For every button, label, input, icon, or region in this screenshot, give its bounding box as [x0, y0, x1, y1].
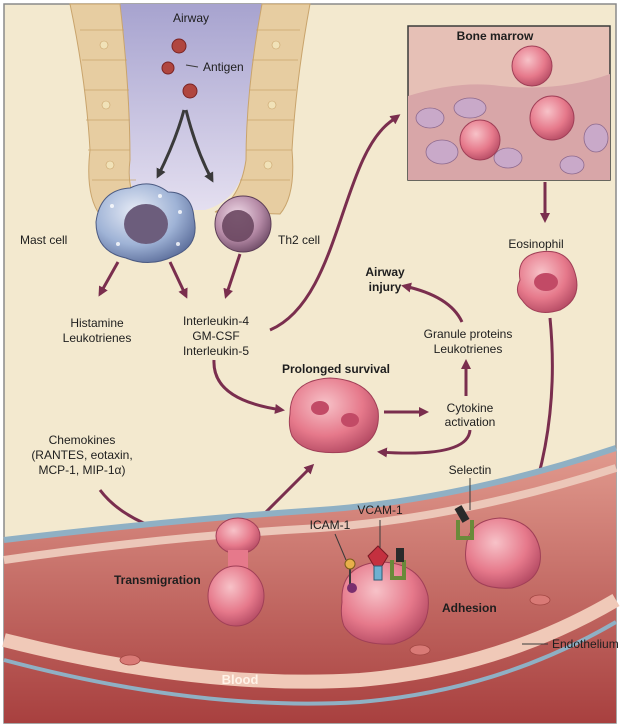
label-chemokines-list-1: (RANTES, eotaxin, [31, 448, 132, 462]
label-chemokines: Chemokines [49, 433, 116, 447]
label-eosinophil: Eosinophil [508, 237, 563, 251]
arrow-cytokine-to-survival [377, 429, 472, 458]
label-cytokine: Cytokine [447, 401, 494, 415]
arrow-antigen-to-th2 [184, 109, 214, 183]
eosinophil-cell [516, 250, 578, 313]
label-interleukin-5: Interleukin-5 [183, 344, 249, 358]
label-activation: activation [445, 415, 496, 429]
label-histamine: Histamine [70, 316, 124, 330]
label-airway-injury-line1: Airway [365, 265, 405, 279]
leader-lines [334, 478, 548, 645]
antigen-particles [161, 38, 198, 99]
airway-structure [69, 3, 311, 216]
label-bone-marrow: Bone marrow [457, 29, 534, 43]
label-adhesion: Adhesion [442, 601, 497, 615]
adhesion-molecules [344, 505, 474, 593]
label-prolonged-survival: Prolonged survival [282, 362, 390, 376]
label-vcam-1: VCAM-1 [357, 503, 403, 517]
label-interleukin-4: Interleukin-4 [183, 314, 249, 328]
arrow-interleukins-to-bone-marrow [269, 114, 401, 332]
label-endothelium: Endothelium [552, 637, 619, 651]
label-antigen: Antigen [203, 60, 244, 74]
arrow-interleukins-to-survival [212, 359, 285, 414]
arrow-transmigration-to-survival [260, 463, 315, 518]
transmigrating-cell [207, 517, 265, 627]
label-airway-injury-line2: injury [369, 280, 402, 294]
arrow-antigen-to-mast [156, 109, 186, 179]
label-leukotrienes-granule: Leukotrienes [434, 342, 503, 356]
antigen-leader-line [185, 64, 199, 68]
label-transmigration: Transmigration [114, 573, 201, 587]
label-icam-1: ICAM-1 [310, 518, 351, 532]
label-mast-cell: Mast cell [20, 233, 67, 247]
mast-cell [95, 183, 196, 263]
label-selectin: Selectin [449, 463, 492, 477]
label-blood: Blood [222, 672, 259, 687]
label-gm-csf: GM-CSF [192, 329, 239, 343]
label-granule-proteins: Granule proteins [424, 327, 513, 341]
label-chemokines-list-2: MCP-1, MIP-1α) [39, 463, 126, 477]
bone-marrow-inset [407, 25, 611, 181]
arrow-mast-to-interleukins [168, 261, 188, 299]
label-th2-cell: Th2 cell [278, 233, 320, 247]
arrow-th2-to-interleukins [223, 253, 242, 299]
arrow-granule-to-injury [401, 282, 464, 323]
th2-cell [214, 195, 272, 253]
label-leukotrienes-mast: Leukotrienes [63, 331, 132, 345]
arrow-mast-to-histamine [98, 261, 120, 297]
label-airway: Airway [173, 11, 209, 25]
adhering-cells [340, 517, 541, 645]
prolonged-survival-cell [288, 377, 379, 454]
